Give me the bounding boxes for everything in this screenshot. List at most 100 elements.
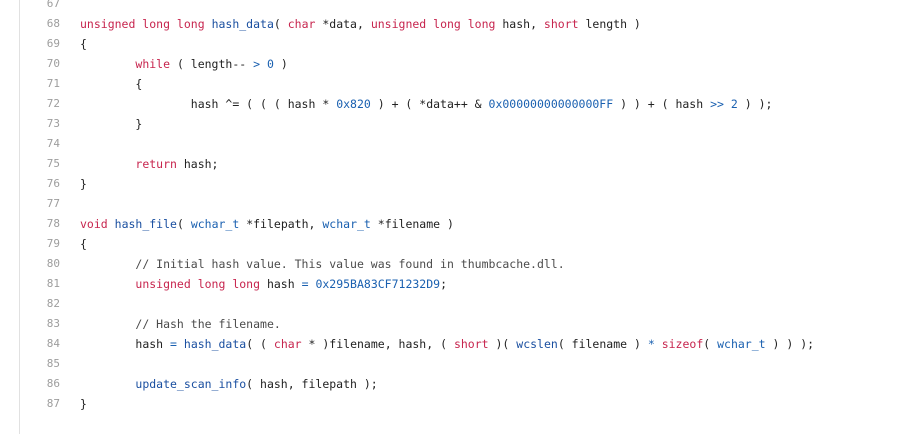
code-line: 73 } bbox=[0, 114, 900, 134]
code-token: { bbox=[80, 37, 87, 51]
code-text: { bbox=[80, 234, 87, 254]
line-number: 83 bbox=[46, 317, 60, 330]
code-token: while bbox=[135, 57, 171, 71]
indent bbox=[80, 337, 135, 351]
code-token: sizeof bbox=[661, 337, 704, 351]
code-token: unsigned long long bbox=[135, 277, 261, 291]
line-number: 76 bbox=[46, 177, 60, 190]
code-token bbox=[260, 57, 267, 71]
code-line: 70 while ( length-- > 0 ) bbox=[0, 54, 900, 74]
indent bbox=[80, 77, 135, 91]
code-token: wcslen bbox=[516, 337, 558, 351]
code-token: * )filename, hash, ( bbox=[301, 337, 454, 351]
line-number: 75 bbox=[46, 157, 60, 170]
code-token: ) + ( *data++ & bbox=[370, 97, 489, 111]
code-line: 80 // Initial hash value. This value was… bbox=[0, 254, 900, 274]
code-token: *data, bbox=[315, 17, 371, 31]
code-token: ; bbox=[440, 277, 447, 291]
code-text: update_scan_info( hash, filepath ); bbox=[80, 374, 378, 394]
code-token bbox=[205, 17, 212, 31]
code-token: ( length-- bbox=[170, 57, 254, 71]
code-token: wchar_t bbox=[717, 337, 766, 351]
code-token: ) ) ); bbox=[765, 337, 815, 351]
gutter-divider bbox=[19, 0, 20, 434]
code-token: } bbox=[80, 177, 87, 191]
code-token: ( bbox=[273, 17, 288, 31]
code-token: 0x820 bbox=[336, 97, 371, 111]
code-line: 71 { bbox=[0, 74, 900, 94]
indent bbox=[80, 317, 135, 331]
line-number: 70 bbox=[46, 57, 60, 70]
code-token: hash bbox=[260, 277, 302, 291]
code-token bbox=[724, 97, 731, 111]
code-token: )( bbox=[488, 337, 517, 351]
code-token: // Hash the filename. bbox=[135, 317, 281, 331]
code-line: 75 return hash; bbox=[0, 154, 900, 174]
code-token: 0x295BA83CF71232D9 bbox=[315, 277, 441, 291]
code-token: { bbox=[80, 237, 87, 251]
line-number: 68 bbox=[46, 17, 60, 30]
indent bbox=[80, 257, 135, 271]
code-line: 79{ bbox=[0, 234, 900, 254]
code-token: ( bbox=[176, 217, 191, 231]
code-token: length ) bbox=[578, 17, 641, 31]
line-number: 85 bbox=[46, 357, 60, 370]
code-line: 83 // Hash the filename. bbox=[0, 314, 900, 334]
code-line: 81 unsigned long long hash = 0x295BA83CF… bbox=[0, 274, 900, 294]
code-line: 68 unsigned long long hash_data( char *da… bbox=[0, 14, 900, 34]
code-token: hash; bbox=[176, 157, 219, 171]
code-token: ) bbox=[273, 57, 288, 71]
code-line: 72 hash ^= ( ( ( hash * 0x820 ) + ( *dat… bbox=[0, 94, 900, 114]
code-token: = bbox=[301, 277, 309, 291]
indent bbox=[80, 57, 135, 71]
code-token: > bbox=[253, 57, 261, 71]
code-token: } bbox=[80, 397, 87, 411]
code-token: unsigned long long bbox=[80, 17, 205, 31]
code-token bbox=[108, 217, 115, 231]
code-line: 76} bbox=[0, 174, 900, 194]
code-token bbox=[655, 337, 662, 351]
indent bbox=[80, 157, 135, 171]
code-text: } bbox=[80, 394, 87, 414]
code-token: char bbox=[273, 337, 302, 351]
line-number: 67 bbox=[46, 0, 60, 10]
code-text: } bbox=[80, 174, 87, 194]
code-token: hash bbox=[135, 337, 171, 351]
code-line: 74 bbox=[0, 134, 900, 154]
code-text: // Initial hash value. This value was fo… bbox=[80, 254, 564, 274]
indent bbox=[80, 97, 191, 111]
code-token: = bbox=[170, 337, 177, 351]
code-token: short bbox=[453, 337, 489, 351]
code-token: { bbox=[135, 77, 143, 91]
code-text: return hash; bbox=[80, 154, 218, 174]
code-token: ( hash, filepath ); bbox=[246, 377, 378, 391]
code-text: while ( length-- > 0 ) bbox=[80, 54, 288, 74]
code-line: 77 bbox=[0, 194, 900, 214]
code-token bbox=[177, 337, 184, 351]
indent bbox=[80, 377, 135, 391]
line-number: 87 bbox=[46, 397, 60, 410]
code-token: hash, bbox=[495, 17, 544, 31]
code-line: 67 bbox=[0, 0, 900, 14]
code-token: update_scan_info bbox=[135, 377, 247, 391]
code-token: void bbox=[80, 217, 108, 231]
code-token: hash_data bbox=[183, 337, 247, 351]
indent bbox=[80, 117, 135, 131]
code-line: 69{ bbox=[0, 34, 900, 54]
code-text: unsigned long long hash = 0x295BA83CF712… bbox=[80, 274, 447, 294]
code-token: >> bbox=[710, 97, 724, 111]
line-number: 82 bbox=[46, 297, 60, 310]
code-token: char bbox=[287, 17, 316, 31]
code-line: 82 bbox=[0, 294, 900, 314]
line-number: 81 bbox=[46, 277, 60, 290]
code-token: hash_data bbox=[211, 17, 274, 31]
code-token: ( ( bbox=[246, 337, 274, 351]
code-token: 0 bbox=[266, 57, 274, 71]
code-token: } bbox=[135, 117, 143, 131]
code-token: * bbox=[647, 337, 655, 351]
code-line: 84 hash = hash_data( ( char * )filename,… bbox=[0, 334, 900, 354]
code-text: void hash_file( wchar_t *filepath, wchar… bbox=[80, 214, 454, 234]
code-line: 86 update_scan_info( hash, filepath ); bbox=[0, 374, 900, 394]
code-text: { bbox=[80, 74, 142, 94]
